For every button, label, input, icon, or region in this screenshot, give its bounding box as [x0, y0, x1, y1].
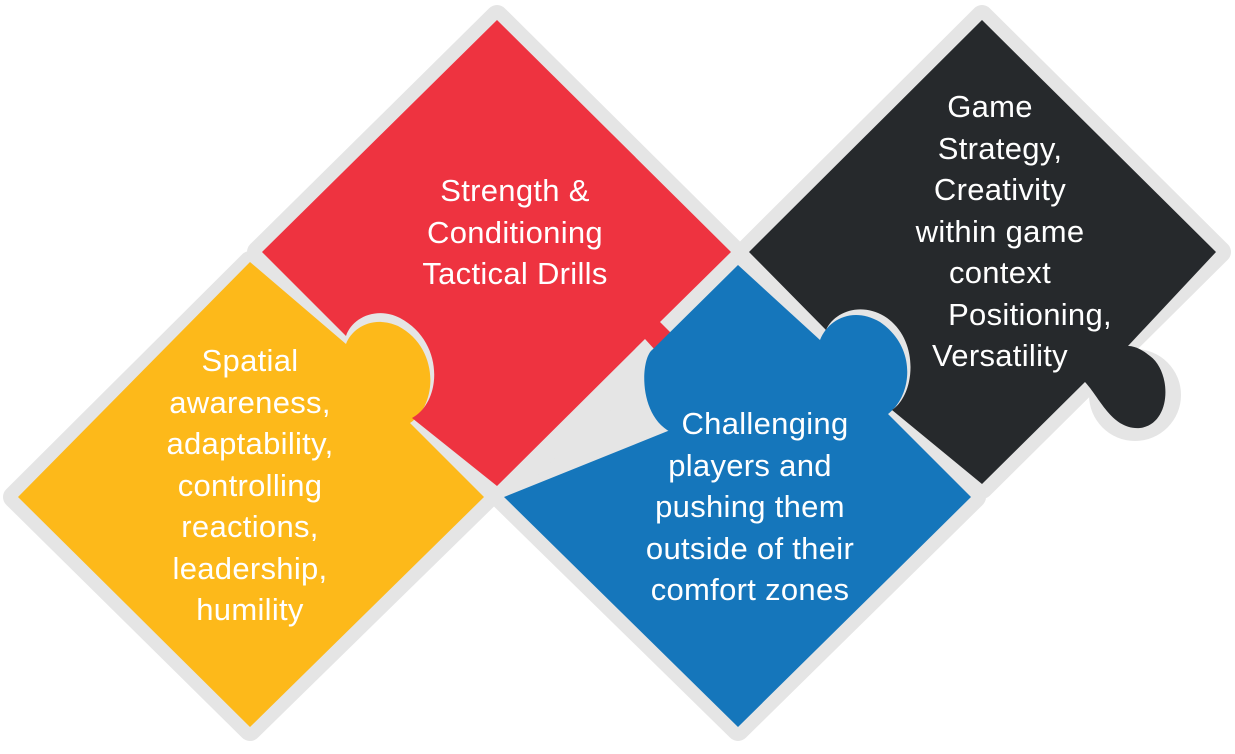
puzzle-piece-yellow	[18, 262, 484, 727]
piece-text-line: within game	[915, 213, 1085, 249]
piece-text-line: pushing them	[655, 489, 845, 524]
piece-text-yellow: Spatial awareness, adaptability, controllin…	[130, 340, 370, 631]
piece-text-line: Creativity	[933, 172, 1067, 207]
piece-text-line: awareness,	[169, 384, 331, 420]
piece-text-line: Game	[947, 89, 1033, 124]
puzzle-piece-blue	[504, 265, 971, 727]
puzzle-piece-black	[749, 20, 1216, 484]
piece-text-line: Versatility	[932, 338, 1068, 373]
piece-text-blue: Challenging players and pushing them outsid…	[615, 403, 885, 611]
piece-text-line: comfort zones	[650, 572, 850, 607]
piece-text-line: Strategy,	[937, 130, 1063, 166]
piece-text-line: humility	[196, 592, 304, 627]
puzzle-piece-red	[262, 20, 731, 486]
piece-text-line: Positioning,	[948, 296, 1112, 332]
piece-text-line: Tactical Drills	[422, 256, 608, 291]
piece-text-line: Conditioning	[427, 214, 603, 250]
piece-text-line: players and	[668, 447, 832, 483]
piece-text-line: Strength &	[440, 173, 590, 208]
piece-text-line: outside of their	[645, 530, 855, 566]
piece-text-line: Spatial	[201, 343, 299, 378]
piece-text-line: reactions,	[181, 509, 319, 544]
piece-text-line: Challenging	[681, 406, 849, 441]
piece-text-line: adaptability,	[166, 426, 334, 461]
piece-text-line: controlling	[177, 467, 323, 503]
piece-text-line: context	[948, 255, 1052, 290]
piece-text-line: leadership,	[172, 550, 328, 586]
